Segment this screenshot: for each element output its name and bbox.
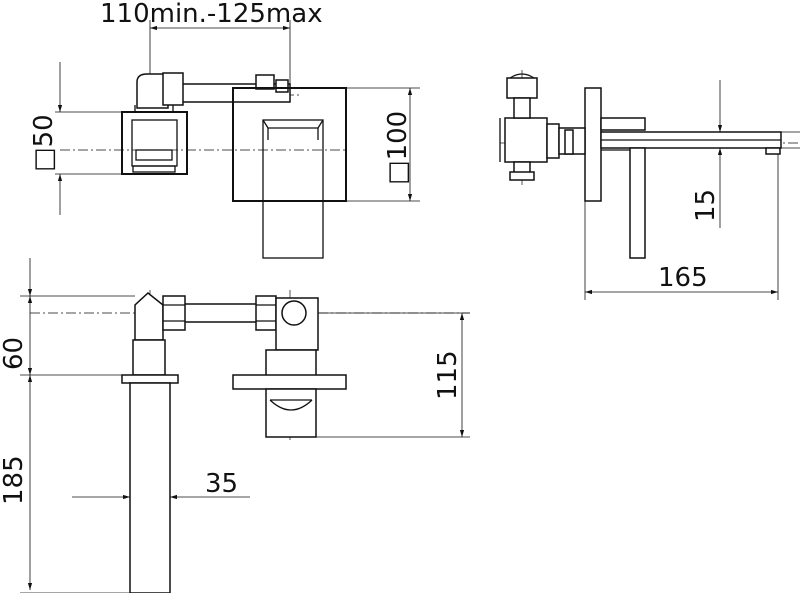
dim-label-15: 15	[691, 189, 721, 222]
elevation-view	[20, 258, 470, 593]
dim-label-width-range: 110min.-125max	[100, 0, 323, 29]
dim-label-185: 185	[0, 455, 29, 505]
front-view	[55, 20, 420, 259]
dim-label-115: 115	[433, 350, 463, 400]
side-view	[499, 70, 800, 300]
dim-label-35: 35	[205, 469, 238, 499]
dim-label-60: 60	[0, 337, 29, 370]
dim-label-square-50: □50	[29, 114, 59, 172]
dim-label-165: 165	[658, 263, 708, 293]
dim-label-square-100: □100	[383, 111, 413, 185]
